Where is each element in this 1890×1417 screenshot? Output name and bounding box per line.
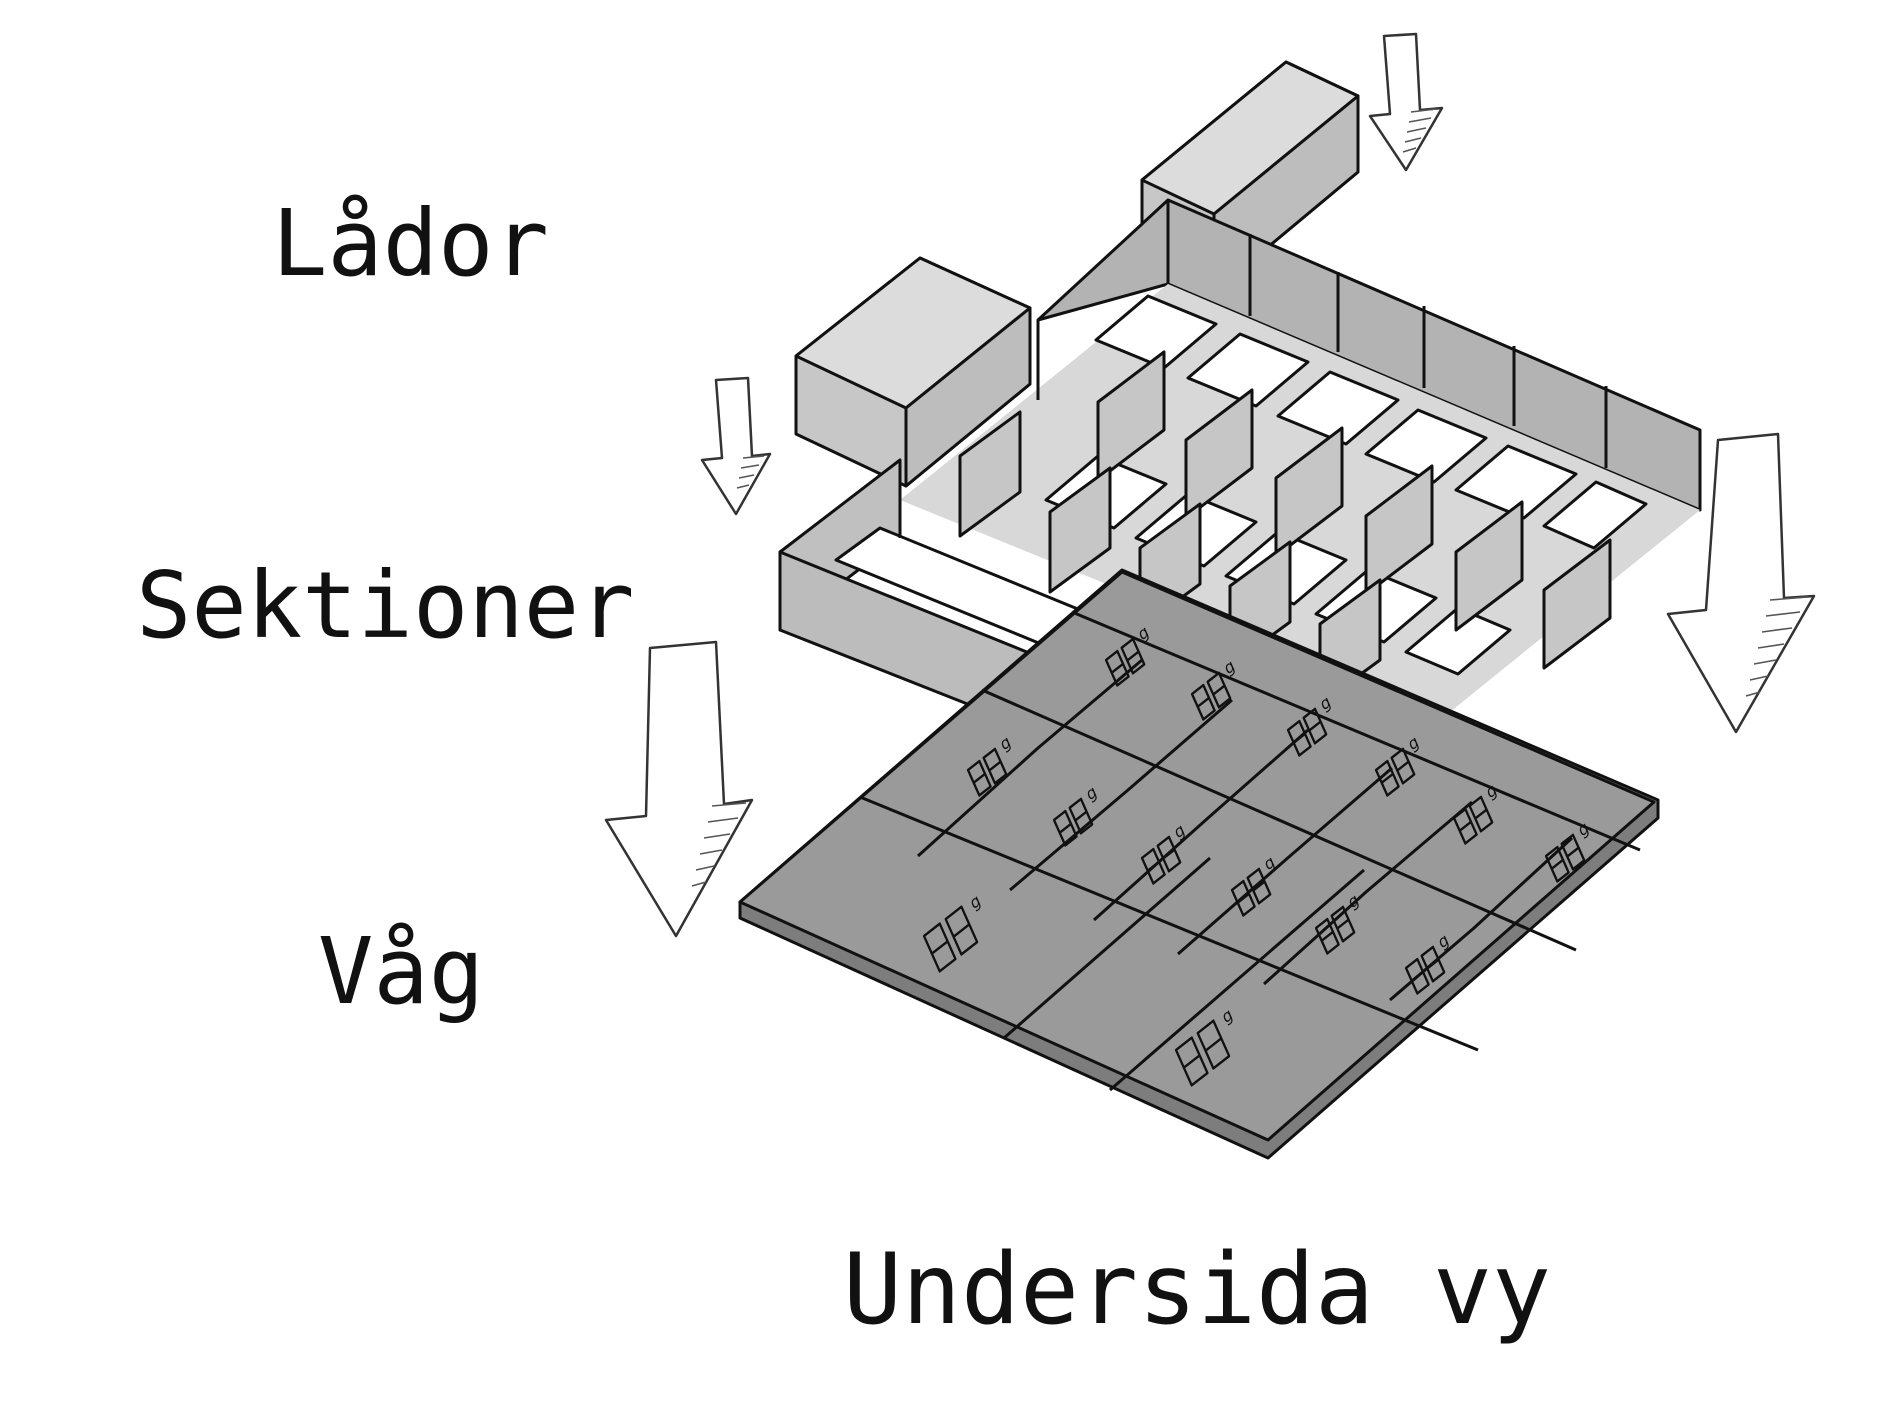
box	[794, 256, 1032, 488]
down-arrow-icon	[1368, 32, 1444, 172]
label-bottom-view: Undersida vy	[843, 1233, 1551, 1347]
down-arrow-icon	[604, 640, 754, 938]
label-sections: Sektioner	[136, 552, 635, 659]
scale-plate	[738, 568, 1660, 1160]
down-arrow-icon	[1666, 432, 1816, 734]
label-boxes: Lådor	[272, 190, 549, 297]
label-scale: Våg	[318, 918, 484, 1025]
down-arrow-icon	[700, 376, 772, 516]
